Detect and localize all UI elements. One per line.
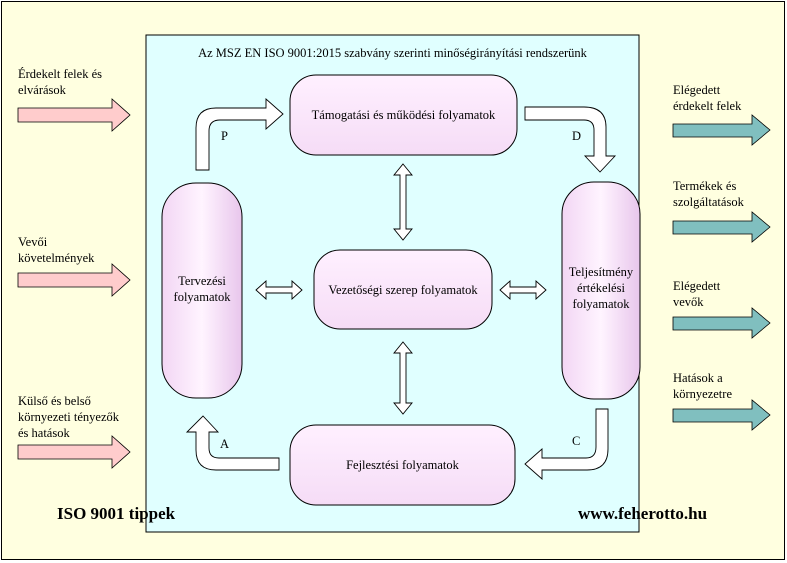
connector-leadership-support [393,163,413,241]
performance-process-label: Teljesítmény értékelési folyamatok [568,265,634,311]
improvement-process-label: Fejlesztési folyamatok [346,458,459,472]
output-arrow-satisfied-stakeholders [672,114,771,146]
input-arrow-environment-factors [17,435,131,469]
performance-process-box [561,181,641,400]
output-label-environmental-impacts: Hatások a környezetre [673,371,732,401]
cycle-arrow-check [524,408,609,480]
input-arrow-customer-requirements [17,263,131,297]
cycle-arrow-do [524,106,617,173]
cycle-arrow-act [185,415,280,471]
footer-website-label: www.feherotto.hu [578,504,708,523]
output-label-satisfied-stakeholders: Elégedett érdekelt felek [673,83,742,113]
input-label-stakeholders: Érdekelt felek és elvárások [18,67,102,97]
cycle-letter-plan: P [221,129,228,143]
output-arrow-satisfied-customers [672,307,771,339]
leadership-process-label: Vezetőségi szerep folyamatok [328,283,478,297]
diagram-title: Az MSZ EN ISO 9001:2015 szabvány szerint… [198,46,587,60]
footer-tips-label: ISO 9001 tippek [57,504,176,523]
cycle-arrow-plan [195,98,284,171]
leadership-process-box [313,249,493,330]
connector-leadership-performance [499,279,547,301]
planning-process-label: Tervezési folyamatok [173,274,231,304]
planning-process-box [161,182,243,399]
connector-leadership-improvement [393,341,413,415]
connector-planning-leadership [255,279,303,301]
output-arrow-products-services [672,211,771,243]
improvement-process-box [289,424,516,506]
cycle-letter-do: D [572,129,582,143]
cycle-letter-check: C [572,434,581,448]
input-label-environment-factors: Külső és belső környezeti tényezők és ha… [18,394,119,440]
output-label-satisfied-customers: Elégedett vevők [673,279,721,309]
cycle-letter-act: A [220,437,230,451]
input-label-customer-requirements: Vevői követelmények [18,235,95,265]
output-label-products-services: Termékek és szolgáltatások [673,179,744,209]
output-arrow-environmental-impacts [672,399,771,431]
support-process-label: Támogatási és működési folyamatok [311,108,496,122]
support-process-box [289,74,518,156]
input-arrow-stakeholders [17,98,131,132]
